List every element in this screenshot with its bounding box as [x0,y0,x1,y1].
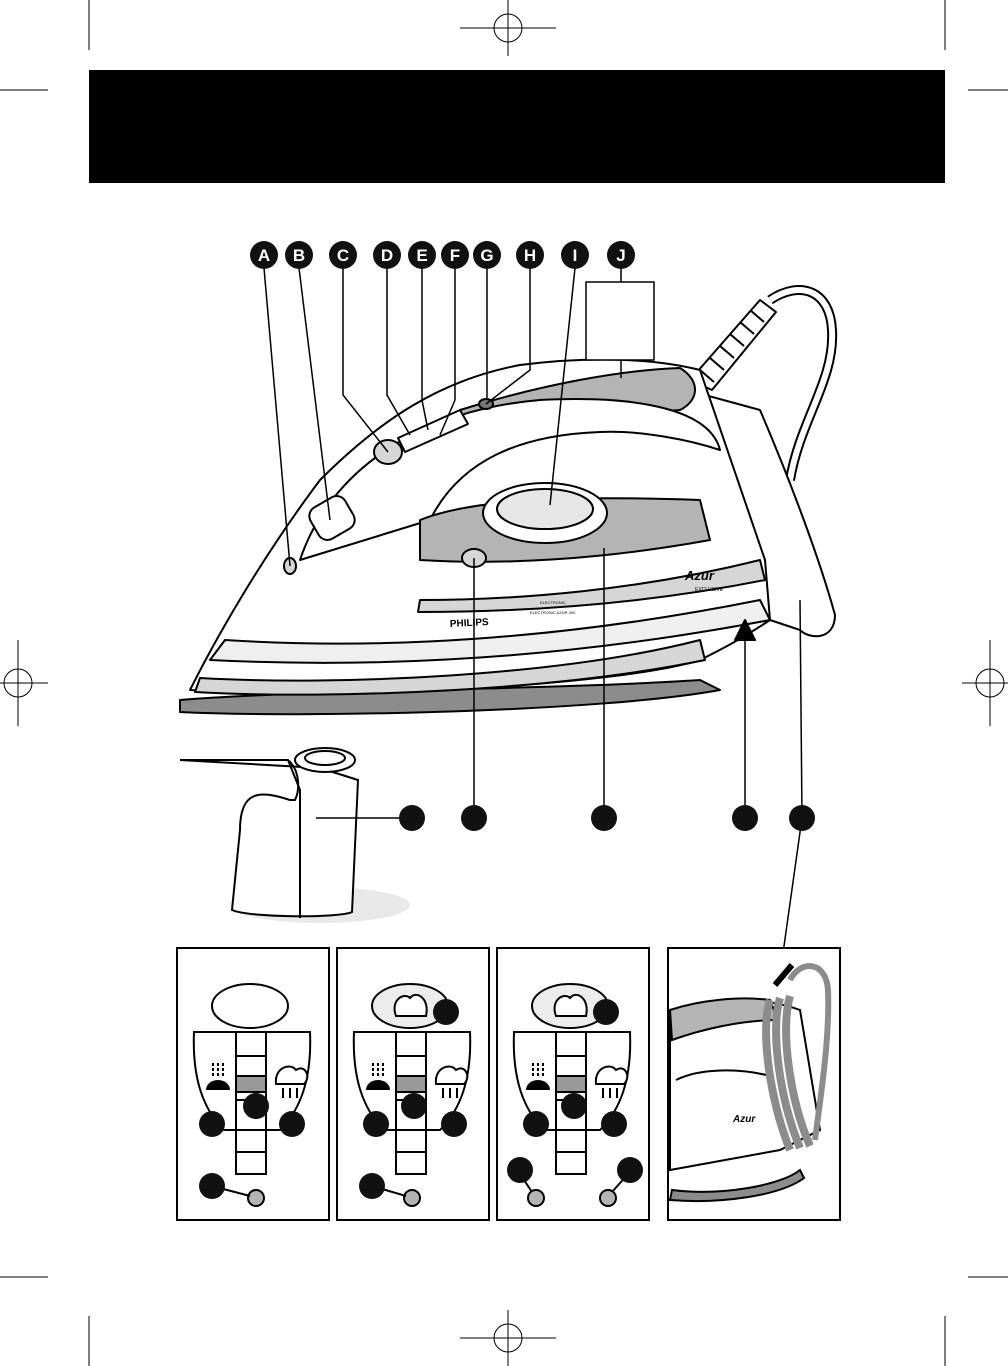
spray-icon [206,1062,230,1090]
callout-f: F [450,246,460,265]
callout-d: D [381,246,393,265]
cord-panel-logo: Azur [732,1114,756,1125]
callout-c: C [337,246,349,265]
steam-panel-1 [176,947,330,1221]
registration-mark-right [962,640,1008,726]
callout-e: E [416,246,427,265]
spray-icon [526,1062,550,1090]
callout-i: I [573,246,578,265]
cord-storage-panel [667,947,841,1221]
front-trim [209,599,771,664]
registration-mark-left [0,640,48,726]
model-text-2: ELECTRONIC AZUR 400 [530,610,576,615]
name-strip [417,559,766,613]
callout-a: A [258,246,270,265]
top-callouts [250,241,635,269]
header-bar [89,70,945,183]
callout-b: B [293,246,305,265]
steam-control [397,409,469,453]
self-clean-icon [553,993,588,1017]
callout-g: G [480,246,493,265]
side-logo: Azur [684,568,715,583]
self-clean-icon [393,993,428,1017]
cloud-steam-icon [434,1065,469,1098]
spray-icon [366,1062,390,1090]
label-box [585,281,655,361]
brand-text: PHILIPS [450,617,490,630]
registration-mark-top [460,0,556,56]
side-logo-sub: EXCLUSIVE [695,587,724,593]
callout-h: H [524,246,536,265]
steam-iron [179,285,838,716]
model-text-1: ELECTRONIC [540,600,566,605]
steam-panel-2 [336,947,490,1221]
filling-cup [179,747,410,923]
spray-button [308,495,356,541]
blank-callouts [399,805,815,831]
registration-mark-bottom [460,1310,556,1366]
cloud-steam-icon [274,1065,309,1098]
cloud-steam-icon [594,1065,629,1098]
callout-j: J [616,246,625,265]
